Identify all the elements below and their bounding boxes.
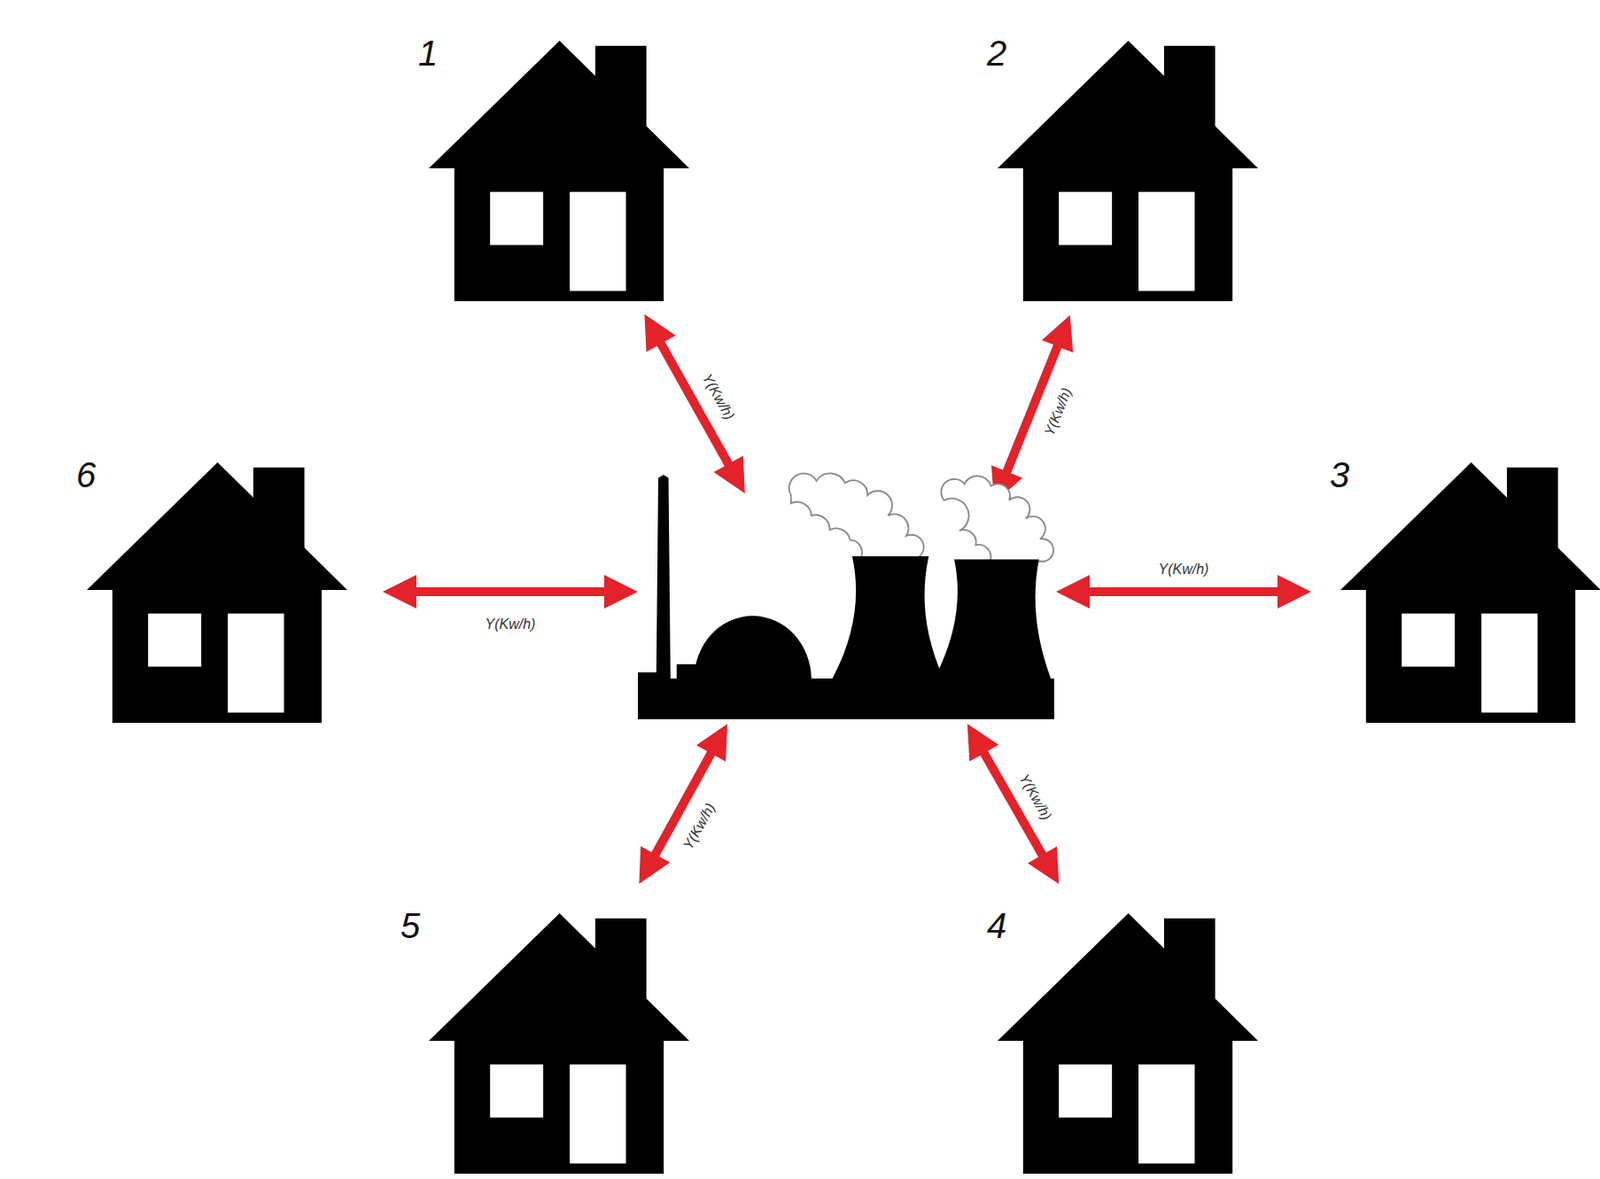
house-door <box>569 1064 626 1165</box>
reactor-dome <box>693 615 811 680</box>
house-node: 4 <box>997 913 1259 1174</box>
house-icon <box>997 40 1259 302</box>
house-door <box>1138 192 1195 292</box>
power-plant-icon <box>637 474 1055 720</box>
house-body <box>1023 167 1233 302</box>
house-window <box>1401 613 1455 668</box>
house-number: 5 <box>400 908 420 944</box>
arrow-label: Y(Kw/h) <box>485 617 536 632</box>
house-roof <box>997 913 1259 1041</box>
cooling-tower <box>831 556 945 680</box>
plant-annex <box>676 664 698 681</box>
house-door <box>1481 613 1538 714</box>
steam-cloud <box>940 475 1054 562</box>
house-icon <box>997 913 1259 1174</box>
double-arrow <box>967 723 1059 885</box>
house-body <box>454 167 664 302</box>
house-window <box>147 613 202 668</box>
house-icon <box>86 462 348 723</box>
plant-base <box>637 678 1055 720</box>
house-icon <box>1340 462 1600 723</box>
house-window <box>1058 1064 1112 1119</box>
house-icon <box>428 40 690 302</box>
house-window <box>489 192 544 246</box>
house-node: 6 <box>86 462 348 723</box>
house-roof <box>997 40 1259 169</box>
house-roof <box>1340 462 1600 591</box>
house-number: 4 <box>986 908 1007 944</box>
house-body <box>454 1040 664 1174</box>
house-icon <box>428 913 690 1174</box>
house-roof <box>86 462 348 591</box>
house-node: 2 <box>997 40 1259 302</box>
smoke-stack <box>656 474 671 681</box>
arrow-label: Y(Kw/h) <box>680 801 718 854</box>
house-node: 1 <box>428 40 690 302</box>
steam-cloud <box>789 473 925 559</box>
house-roof <box>428 913 690 1041</box>
house-node: 5 <box>428 913 690 1174</box>
double-arrow <box>1056 574 1312 609</box>
house-body <box>1366 589 1576 723</box>
double-arrow <box>382 574 638 609</box>
house-number: 6 <box>76 457 96 493</box>
house-window <box>489 1064 544 1119</box>
house-body <box>112 589 322 723</box>
house-window <box>1058 192 1112 246</box>
house-door <box>1138 1064 1195 1165</box>
house-number: 1 <box>418 35 438 71</box>
arrow-label: Y(Kw/h) <box>1041 385 1074 438</box>
house-number: 2 <box>986 35 1007 71</box>
house-roof <box>428 40 690 169</box>
house-door <box>227 613 284 714</box>
house-node: 3 <box>1340 462 1600 723</box>
power-plant <box>637 474 1055 720</box>
house-door <box>569 192 626 292</box>
house-body <box>1023 1040 1233 1174</box>
double-arrow <box>644 314 746 494</box>
house-number: 3 <box>1329 457 1350 493</box>
cooling-tower <box>933 559 1051 680</box>
double-arrow <box>991 315 1073 504</box>
arrow-label: Y(Kw/h) <box>1158 562 1210 577</box>
double-arrow <box>638 723 728 884</box>
